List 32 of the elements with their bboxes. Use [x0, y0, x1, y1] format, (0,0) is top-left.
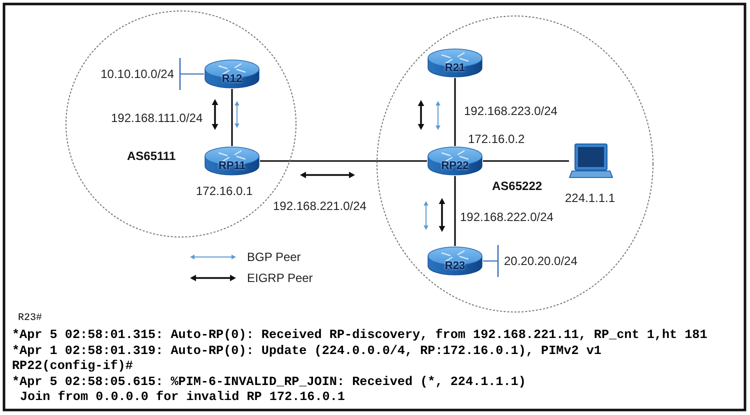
- console-log-line: *Apr 5 02:58:01.315: Auto-RP(0): Received RP-discovery, from 192.168.221.11, RP_cnt 1,ht 181: [12, 328, 708, 343]
- console-log-line: Join from 0.0.0.0 for invalid RP 172.16.0.1: [20, 390, 345, 405]
- router-name: RP22: [440, 160, 470, 173]
- subnet-label: 192.168.223.0/24: [463, 104, 558, 118]
- subnet-label: 192.168.221.0/24: [272, 199, 368, 213]
- link-line: [483, 160, 569, 162]
- router-name: RP11: [218, 160, 246, 173]
- link-line: [454, 78, 456, 146]
- link-line: [231, 89, 233, 146]
- legend-label: EIGRP Peer: [247, 271, 313, 285]
- link-line: [454, 176, 456, 246]
- ip-address-label: 172.16.0.2: [468, 132, 525, 146]
- console-prompt: R23#: [18, 313, 42, 325]
- console-log-line: *Apr 5 02:58:05.615: %PIM-6-INVALID_RP_JOIN: Received (*, 224.1.1.1): [12, 374, 526, 390]
- subnet-label: 20.20.20.0/24: [504, 254, 578, 268]
- legend-label: BGP Peer: [247, 250, 301, 264]
- router-name: R12: [220, 73, 244, 86]
- as-name: AS65111: [127, 149, 176, 163]
- laptop-icon: [569, 143, 613, 179]
- subnet-label: 192.168.111.0/24: [110, 111, 204, 125]
- subnet-label: 192.168.222.0/24: [459, 210, 554, 224]
- console-log-line: *Apr 1 02:58:01.319: Auto-RP(0): Update (224.0.0.0/4, RP:172.16.0.1), PIMv2 v1: [12, 344, 602, 358]
- link-line: [179, 57, 204, 91]
- ip-address-label: 224.1.1.1: [565, 191, 616, 205]
- ip-address-label: 172.16.0.1: [196, 184, 253, 198]
- router-name: R23: [444, 260, 466, 273]
- console-prompt: RP22(config-if)#: [12, 359, 133, 374]
- link-line: [260, 160, 427, 162]
- as-name: AS65222: [492, 179, 542, 193]
- router-name: R21: [444, 62, 466, 75]
- subnet-label: 10.10.10.0/24: [100, 67, 174, 81]
- link-line: [483, 244, 499, 278]
